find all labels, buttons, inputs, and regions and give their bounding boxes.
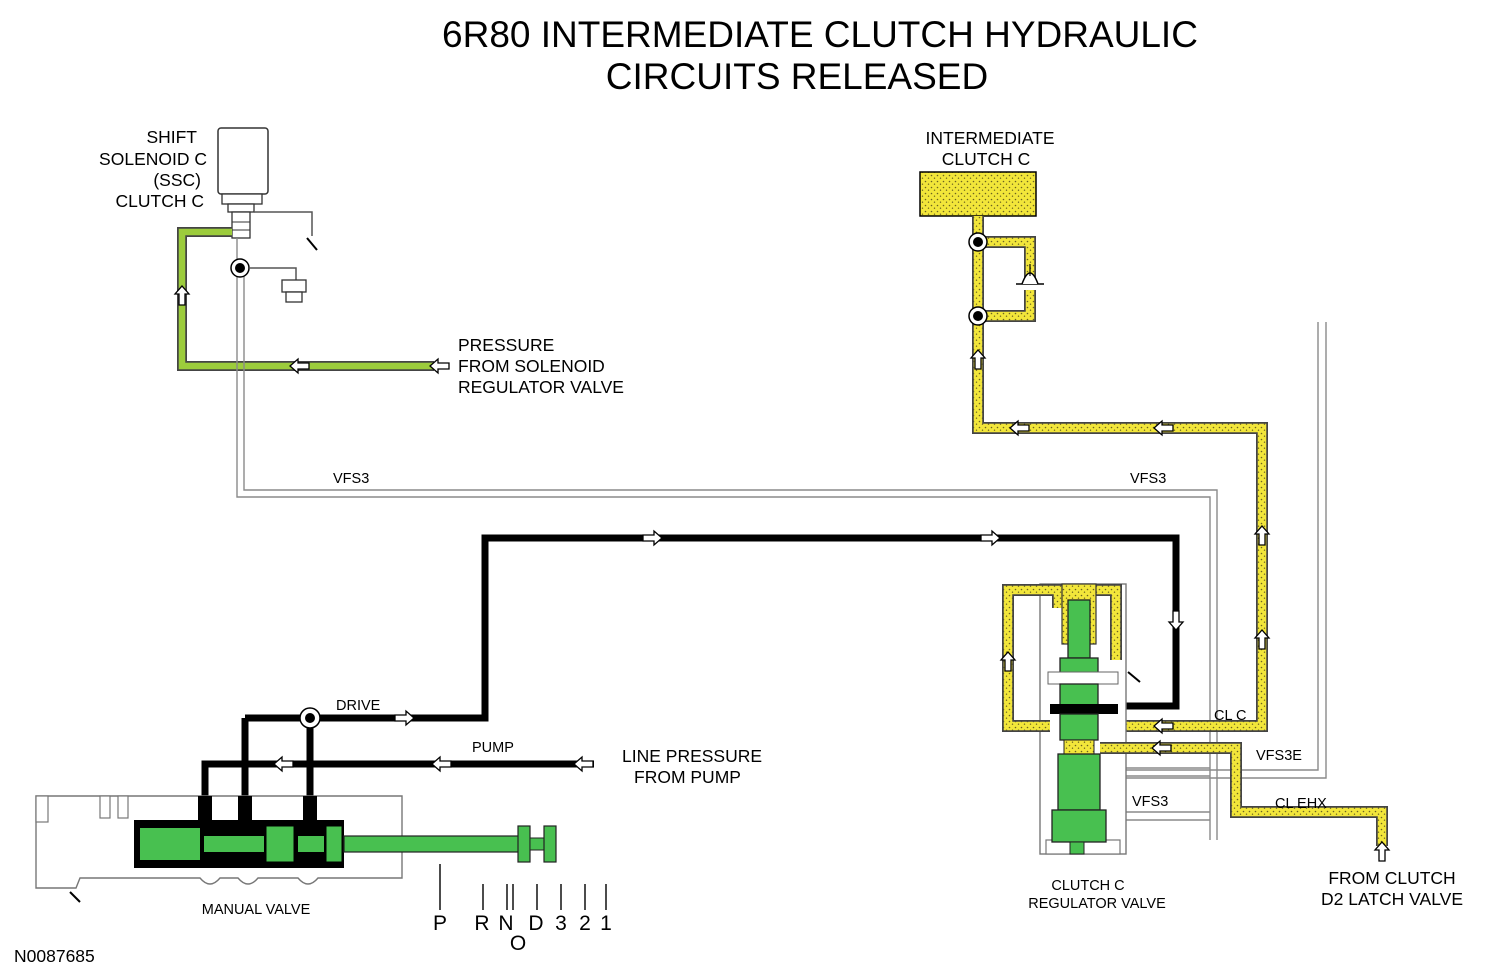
gear-position-2: 2 [579, 912, 591, 935]
drive-label: DRIVE [336, 698, 381, 714]
manual-valve-label: MANUAL VALVE [202, 902, 311, 918]
flow-arrows [173, 285, 1391, 862]
from-clutch-d2-label: FROM CLUTCH D2 LATCH VALVE [1321, 868, 1463, 909]
solenoid-label: SHIFT SOLENOID C (SSC) CLUTCH C [99, 127, 207, 211]
cl-c-label: CL C [1214, 708, 1247, 724]
solenoid-supply-arrow-up-icon [173, 285, 191, 306]
vfs3e-passage [1100, 322, 1327, 779]
cl-c-arrow-left-icon [1153, 717, 1174, 735]
title-line-2: CIRCUITS RELEASED [606, 56, 988, 97]
shift-solenoid-c [217, 127, 318, 303]
regulator-loop-arrow-up-icon [999, 651, 1017, 672]
vfs3-label-lower: VFS3 [1132, 794, 1168, 810]
clutch-feed-arrow-up-3-icon [1253, 629, 1271, 650]
gear-position-r: R [474, 912, 489, 935]
gear-position-p: P [433, 912, 447, 935]
title-line-1: 6R80 INTERMEDIATE CLUTCH HYDRAULIC [442, 14, 1198, 55]
clutch-check-ball-icon [1014, 264, 1044, 290]
solenoid-label-2: SOLENOID C [99, 149, 207, 169]
regulator-label-1: CLUTCH C [1051, 878, 1124, 894]
manual-valve [35, 795, 557, 903]
solenoid-supply-arrow-left-1-icon [289, 357, 310, 375]
pump-arrow-left-1-icon [273, 755, 294, 773]
drive-arrow-right-2-icon [980, 529, 1001, 547]
vfs3e-label: VFS3E [1256, 748, 1302, 764]
drive-arrow-right-1-icon [642, 529, 663, 547]
solenoid-supply-passage [177, 227, 434, 371]
pressure-label-3: REGULATOR VALVE [458, 377, 624, 397]
cl-ehx-passage [1100, 742, 1388, 846]
solenoid-label-3: (SSC) [153, 170, 201, 190]
solenoid-label-4: CLUTCH C [116, 191, 204, 211]
gear-position-3: 3 [555, 912, 567, 935]
pressure-label-1: PRESSURE [458, 335, 554, 355]
clutch-feed-arrow-left-2-icon [1153, 419, 1174, 437]
drive-arrow-down-icon [1167, 610, 1185, 631]
pump-label: PUMP [472, 740, 514, 756]
from-d2-arrow-up-icon [1373, 841, 1391, 862]
intermediate-clutch-label-2: CLUTCH C [942, 149, 1030, 169]
gear-position-1: 1 [600, 912, 612, 935]
gear-position-o: O [510, 932, 526, 955]
pump-arrow-left-3-icon [573, 755, 594, 773]
figure-id: N0087685 [14, 946, 95, 966]
drive-arrow-right-3-icon [394, 709, 415, 727]
intermediate-clutch-piston [919, 171, 1037, 217]
cl-ehx-label: CL EHX [1275, 796, 1327, 812]
solenoid-label-1: SHIFT [146, 127, 197, 147]
gear-position-n: N [498, 912, 513, 935]
from-clutch-label-1: FROM CLUTCH [1328, 868, 1455, 888]
vfs3-label-right: VFS3 [1130, 471, 1166, 487]
from-clutch-label-2: D2 LATCH VALVE [1321, 889, 1463, 909]
drive-passage [241, 534, 1180, 800]
solenoid-supply-arrow-left-2-icon [429, 357, 450, 375]
gear-positions: P R N O D 3 2 1 [433, 912, 612, 955]
clutch-feed-arrow-left-1-icon [1009, 419, 1030, 437]
clutch-c-regulator-label: CLUTCH C REGULATOR VALVE [1028, 878, 1166, 912]
clutch-c-regulator-valve [1002, 583, 1141, 855]
line-pressure-label-1: LINE PRESSURE [622, 746, 762, 766]
clutch-feed-arrow-up-2-icon [1253, 525, 1271, 546]
clutch-feed-arrow-up-icon [969, 349, 987, 370]
regulator-label-2: REGULATOR VALVE [1028, 896, 1166, 912]
cl-ehx-arrow-left-icon [1151, 739, 1172, 757]
line-pressure-label: LINE PRESSURE FROM PUMP [622, 746, 762, 787]
intermediate-clutch-label: INTERMEDIATE CLUTCH C [926, 128, 1055, 169]
vfs3-label-left: VFS3 [333, 471, 369, 487]
pump-passage [201, 760, 594, 800]
intermediate-clutch-label-1: INTERMEDIATE [926, 128, 1055, 148]
line-pressure-label-2: FROM PUMP [634, 767, 741, 787]
gear-detent-marks [439, 864, 607, 910]
pressure-label-2: FROM SOLENOID [458, 356, 605, 376]
gear-position-d: D [528, 912, 543, 935]
pump-arrow-left-2-icon [431, 755, 452, 773]
pressure-from-solenoid-label: PRESSURE FROM SOLENOID REGULATOR VALVE [458, 335, 624, 397]
